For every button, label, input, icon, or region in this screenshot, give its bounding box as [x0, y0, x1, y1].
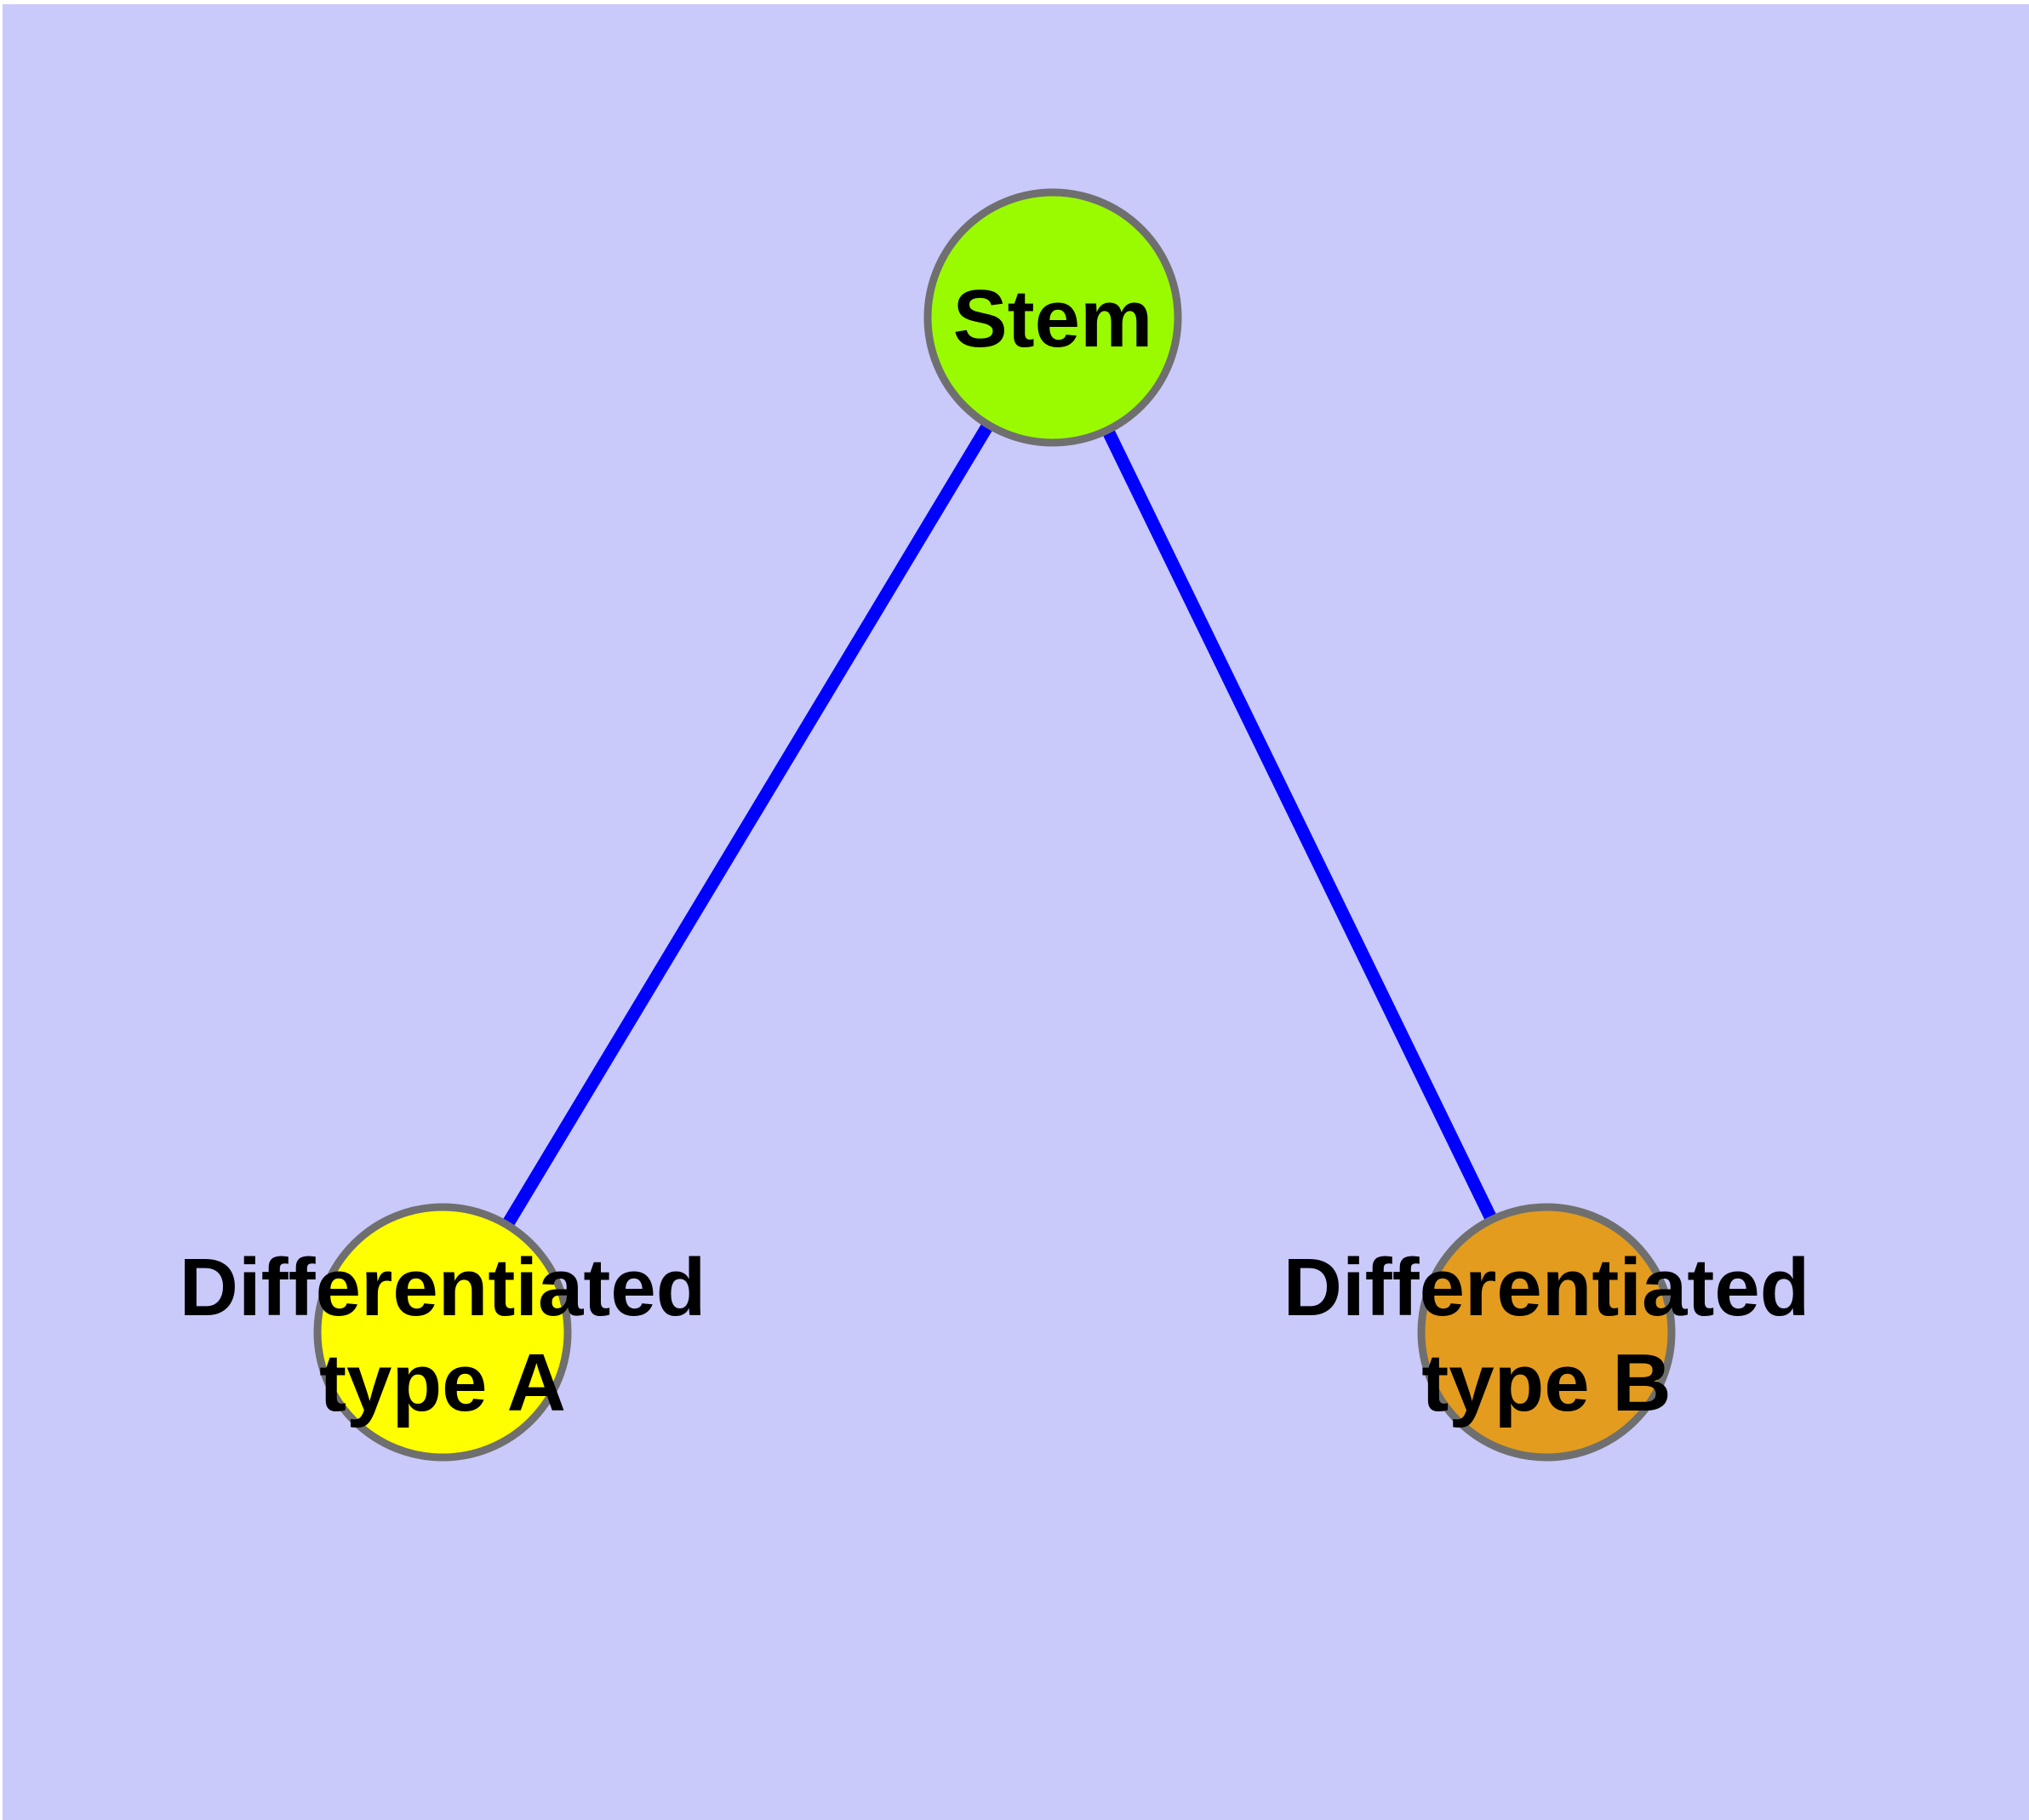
edge-stem-to-type-b	[1047, 314, 1552, 1336]
type-a-node-label-line1: Differentiated	[180, 1242, 706, 1333]
stem-node-circle	[923, 188, 1182, 447]
type-b-node-label-line2: type B	[1421, 1337, 1671, 1428]
type-b-node-label-line1: Differentiated	[1283, 1242, 1810, 1333]
edge-stem-to-type-a	[437, 314, 1059, 1336]
type-a-node-circle	[313, 1203, 572, 1462]
type-b-node-circle	[1417, 1203, 1676, 1462]
stem-node-label: Stem	[953, 273, 1153, 364]
type-a-node-label-line2: type A	[319, 1337, 566, 1428]
